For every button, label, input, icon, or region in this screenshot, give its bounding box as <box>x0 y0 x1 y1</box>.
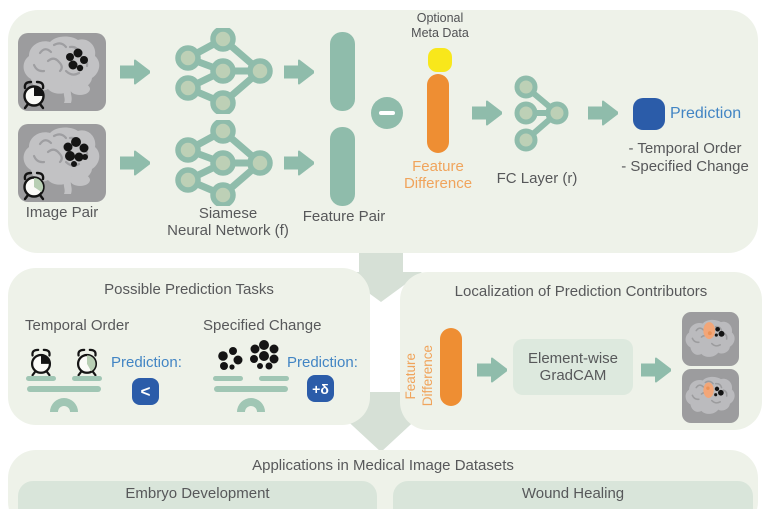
brain-mri-icon <box>23 36 100 110</box>
wound-dataset-box: Wound Healing <box>393 481 753 509</box>
fc-layer-label: FC Layer (r) <box>496 170 578 187</box>
dots-cluster-icon <box>250 340 279 370</box>
prediction-label: Prediction <box>670 105 742 122</box>
specified-change-label: Specified Change <box>203 317 322 334</box>
feature-diff-line2: Difference <box>420 345 435 407</box>
lesion-dots-icon <box>714 386 724 397</box>
lesion-dots-icon <box>714 326 725 337</box>
minus-icon <box>371 97 403 129</box>
siamese-label-line2: Neural Network (f) <box>167 222 289 239</box>
prediction-items: - Temporal Order - Specified Change <box>612 140 758 176</box>
right-arrow-icon <box>477 357 507 383</box>
feature-difference-vertical-label: Feature Difference <box>403 328 436 424</box>
gradcam-box: Element-wise GradCAM <box>513 339 633 395</box>
feature-difference-bar <box>427 74 449 153</box>
right-arrow-icon <box>641 357 671 383</box>
feature-diff-line2: Difference <box>403 175 473 192</box>
localization-title: Localization of Prediction Contributors <box>454 283 708 300</box>
gradcam-brain-image-1 <box>682 312 739 366</box>
feature-diff-line1: Feature <box>403 352 418 400</box>
clock-icon <box>76 348 98 377</box>
tasks-panel: Possible Prediction Tasks Temporal Order <box>8 268 370 425</box>
right-arrow-icon <box>284 150 314 176</box>
balance-scale-icon <box>26 376 102 412</box>
brain-mri-icon <box>23 127 100 201</box>
feature-bar-2 <box>330 127 355 206</box>
prediction-chip <box>633 98 665 130</box>
gradcam-line2: GradCAM <box>539 367 607 384</box>
feature-bar-1 <box>330 32 355 111</box>
delta-chip: +δ <box>307 375 334 402</box>
meta-data-label: Optional Meta Data <box>390 11 490 41</box>
lesion-dots-icon <box>63 137 89 167</box>
alarm-clock-icon <box>23 171 45 201</box>
neural-network-icon <box>175 28 273 114</box>
lesion-dots-icon <box>66 48 88 72</box>
embryo-dataset-box: Embryo Development <box>18 481 377 509</box>
gradcam-line1: Element-wise <box>527 350 619 367</box>
pipeline-panel: Image Pair <box>8 10 758 253</box>
wound-dataset-label: Wound Healing <box>521 485 625 502</box>
image-pair-label: Image Pair <box>25 204 99 221</box>
prediction-item-temporal: - Temporal Order <box>628 140 742 157</box>
siamese-label: Siamese Neural Network (f) <box>148 205 308 239</box>
temporal-prediction-label: Prediction: <box>111 354 182 371</box>
clock-icon <box>30 348 52 377</box>
feature-pair-label: Feature Pair <box>302 208 386 225</box>
right-arrow-icon <box>284 59 314 85</box>
down-arrow-icon <box>340 246 422 302</box>
feature-difference-bar <box>440 328 462 406</box>
brain-image-1 <box>18 33 106 111</box>
brain-image-2 <box>18 124 106 202</box>
feature-difference-label: Feature Difference <box>383 158 493 192</box>
neural-network-icon <box>175 120 273 206</box>
applications-title: Applications in Medical Image Datasets <box>252 457 514 474</box>
localization-panel: Localization of Prediction Contributors … <box>400 272 762 430</box>
meta-label-line2: Meta Data <box>411 26 469 40</box>
siamese-label-line1: Siamese <box>198 205 258 222</box>
balance-scale-icon <box>213 376 289 412</box>
right-arrow-icon <box>120 59 150 85</box>
specified-prediction-label: Prediction: <box>287 354 358 371</box>
tasks-title: Possible Prediction Tasks <box>104 281 274 298</box>
gradcam-heat-blob <box>703 322 716 339</box>
brain-gradcam-icon <box>685 319 735 357</box>
prediction-item-specified: - Specified Change <box>621 158 749 175</box>
embryo-dataset-label: Embryo Development <box>125 485 270 502</box>
feature-diff-line1: Feature <box>412 158 464 175</box>
right-arrow-icon <box>120 150 150 176</box>
brain-gradcam-icon <box>685 376 735 414</box>
gradcam-heat-blob <box>703 382 714 398</box>
right-arrow-icon <box>472 100 502 126</box>
less-than-chip: < <box>132 378 159 405</box>
meta-data-chip <box>428 48 452 72</box>
alarm-clock-icon <box>23 80 45 110</box>
temporal-order-label: Temporal Order <box>25 317 130 334</box>
right-arrow-icon <box>588 100 618 126</box>
applications-panel: Applications in Medical Image Datasets E… <box>8 450 758 509</box>
fc-layer-icon <box>514 75 569 152</box>
gradcam-brain-image-2 <box>682 369 739 423</box>
meta-label-line1: Optional <box>416 11 464 25</box>
dots-cluster-icon <box>218 347 243 370</box>
